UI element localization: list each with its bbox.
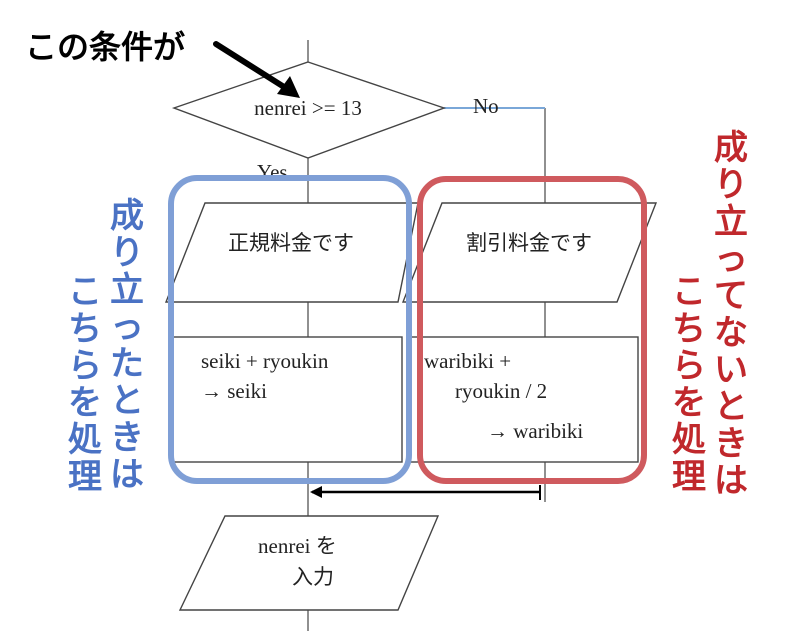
left-callout-char: ち: [68, 309, 102, 349]
right-callout-char: な: [714, 313, 748, 353]
right-callout-char: 理: [672, 457, 706, 497]
left-process-line1: seiki + ryoukin: [201, 349, 329, 373]
right-callout-char: は: [714, 461, 748, 501]
right-callout-column2: こちらを処理: [672, 274, 706, 496]
left-callout-char: 理: [68, 457, 102, 497]
right-callout-char: 成: [714, 128, 748, 168]
right-callout-char: り: [714, 165, 748, 205]
right-callout-char: と: [714, 387, 748, 427]
input-shape: [178, 515, 440, 611]
left-callout-char: と: [110, 381, 144, 421]
right-callout-column1: 成り立ってないときは: [714, 130, 748, 500]
left-callout-char: 立: [110, 270, 144, 310]
left-callout-char: ら: [68, 346, 102, 386]
input-label-line2: 入力: [292, 565, 334, 589]
right-callout-char: ら: [672, 346, 706, 386]
right-callout-char: い: [714, 350, 748, 390]
no-label: No: [473, 94, 499, 118]
right-callout-char: 立: [714, 202, 748, 242]
annotation-label: この条件が: [25, 28, 186, 66]
left-callout-column2: こちらを処理: [68, 274, 102, 496]
left-callout-char: は: [110, 455, 144, 495]
right-output-shape: [401, 202, 658, 303]
right-callout-char: 処: [672, 420, 706, 460]
left-process-box: [171, 336, 403, 463]
left-process-line2: → seiki: [201, 379, 267, 403]
right-callout-char: て: [714, 276, 748, 316]
right-callout-char: を: [672, 383, 706, 423]
left-callout-char: を: [68, 383, 102, 423]
right-output-label: 割引料金です: [466, 231, 592, 255]
right-callout-char: ち: [672, 309, 706, 349]
red-highlight-frame: [417, 176, 647, 484]
blue-highlight-frame: [168, 175, 412, 484]
decision-label: nenrei >= 13: [254, 96, 362, 120]
decision-diamond: [171, 61, 447, 159]
right-process-line1: waribiki +: [424, 349, 511, 373]
right-callout-char: き: [714, 424, 748, 464]
merge-arrowhead: [310, 486, 322, 498]
right-callout-char: こ: [672, 272, 706, 312]
left-callout-char: 処: [68, 420, 102, 460]
right-callout-char: っ: [714, 239, 748, 279]
right-process-box: [407, 336, 639, 463]
input-label-line1: nenrei を: [258, 534, 337, 558]
left-callout-char: 成: [110, 196, 144, 236]
left-callout-char: こ: [68, 272, 102, 312]
left-callout-char: っ: [110, 307, 144, 347]
left-callout-char: き: [110, 418, 144, 458]
annotation-arrowhead: [277, 76, 300, 98]
left-callout-char: た: [110, 344, 144, 384]
annotation-arrow: [213, 41, 295, 95]
right-process-line3: → waribiki: [487, 419, 583, 443]
connectors: [307, 40, 546, 631]
left-callout-column1: 成り立ったときは: [110, 198, 144, 494]
left-output-shape: [164, 202, 419, 303]
left-output-label: 正規料金です: [228, 231, 354, 255]
right-process-line2: ryoukin / 2: [455, 379, 547, 403]
left-callout-char: り: [110, 233, 144, 273]
